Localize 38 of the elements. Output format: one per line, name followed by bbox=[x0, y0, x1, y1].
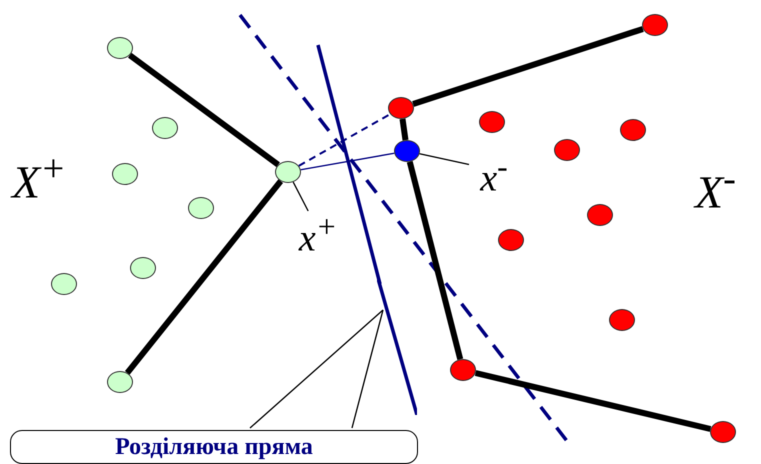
data-point bbox=[642, 14, 668, 36]
data-point bbox=[388, 97, 414, 119]
data-point bbox=[450, 359, 476, 381]
hull-edge bbox=[412, 26, 644, 107]
data-point bbox=[275, 161, 301, 183]
class-label: X$^{-}$ bbox=[695, 160, 736, 216]
point-label: x$^{+}$ bbox=[293, 211, 343, 249]
data-point bbox=[498, 229, 524, 251]
connector-line bbox=[300, 152, 394, 170]
data-point bbox=[394, 140, 420, 162]
hull-edge bbox=[400, 118, 408, 140]
data-point bbox=[620, 119, 646, 141]
point-label: x$^{-}$ bbox=[469, 151, 519, 189]
separating-line bbox=[377, 275, 417, 415]
callout-box bbox=[10, 430, 418, 464]
data-point bbox=[107, 37, 133, 59]
hull-edge bbox=[474, 370, 712, 432]
leader-line bbox=[292, 182, 309, 212]
leader-line bbox=[351, 310, 384, 428]
data-point bbox=[51, 273, 77, 295]
data-point bbox=[609, 309, 635, 331]
data-point bbox=[587, 204, 613, 226]
hull-edge bbox=[128, 52, 280, 168]
leader-line bbox=[250, 310, 384, 428]
data-point bbox=[710, 421, 736, 443]
data-point bbox=[554, 139, 580, 161]
data-point bbox=[188, 197, 214, 219]
hull-edge bbox=[124, 179, 284, 375]
data-point bbox=[152, 117, 178, 139]
leader-line bbox=[419, 153, 470, 166]
data-point bbox=[130, 257, 156, 279]
connector-line bbox=[298, 113, 391, 167]
hull-edge bbox=[406, 161, 464, 360]
class-label: X$^{+}$ bbox=[12, 150, 66, 206]
data-point bbox=[112, 163, 138, 185]
data-point bbox=[107, 371, 133, 393]
callout-text: Розділяюча пряма bbox=[115, 434, 313, 460]
data-point bbox=[479, 111, 505, 133]
